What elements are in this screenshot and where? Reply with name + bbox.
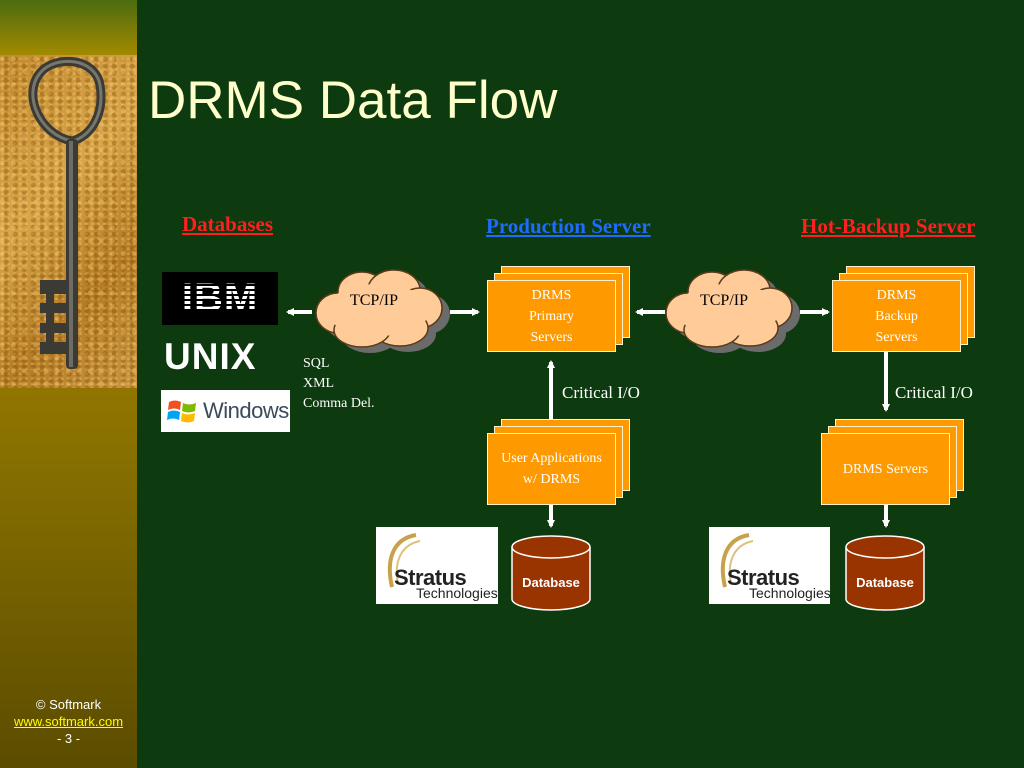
stack-card-front: DRMS Servers bbox=[821, 433, 950, 505]
stack-card-front: DRMS Backup Servers bbox=[832, 280, 961, 352]
formats-list: SQL XML Comma Del. bbox=[303, 354, 375, 414]
primary-line-3: Servers bbox=[530, 329, 573, 345]
stratus-swoosh-icon bbox=[387, 533, 421, 588]
primary-line-2: Primary bbox=[528, 308, 575, 324]
sidebar-stripe bbox=[0, 0, 137, 55]
softmark-link[interactable]: www.softmark.com bbox=[13, 714, 124, 729]
ibm-logo: IBM bbox=[162, 272, 278, 325]
primary-line-1: DRMS bbox=[531, 287, 572, 303]
production-server-heading[interactable]: Production Server bbox=[486, 214, 651, 238]
stratus-name: Stratus bbox=[394, 565, 467, 590]
windows-logo: Windows bbox=[161, 390, 290, 432]
drms-servers[interactable]: DRMS Servers bbox=[821, 419, 964, 505]
drms-backup-servers[interactable]: DRMS Backup Servers bbox=[832, 266, 975, 352]
stratus-sub: Technologies bbox=[749, 585, 831, 601]
slide-title: DRMS Data Flow bbox=[148, 71, 558, 130]
stratus-logo-1: Stratus Technologies bbox=[376, 527, 498, 604]
tcpip-cloud-2: TCP/IP bbox=[665, 269, 800, 353]
database-label-1: Database bbox=[522, 575, 580, 590]
database-label-2: Database bbox=[856, 575, 914, 590]
databases-heading[interactable]: Databases bbox=[182, 212, 274, 236]
hot-backup-server-heading[interactable]: Hot-Backup Server bbox=[801, 214, 976, 238]
critical-io-label-1: Critical I/O bbox=[562, 383, 640, 402]
windows-logo-text: Windows bbox=[203, 398, 289, 423]
format-comma: Comma Del. bbox=[303, 396, 375, 411]
drms-primary-servers[interactable]: DRMS Primary Servers bbox=[487, 266, 630, 352]
stratus-name: Stratus bbox=[727, 565, 800, 590]
database-cylinder-1: Database bbox=[511, 535, 591, 611]
windows-flag-icon bbox=[167, 400, 196, 423]
stratus-sub: Technologies bbox=[416, 585, 498, 601]
key-icon bbox=[28, 56, 106, 369]
database-cylinder-2: Database bbox=[845, 535, 925, 611]
cloud-1-label: TCP/IP bbox=[350, 292, 398, 309]
page-number: - 3 - bbox=[56, 731, 81, 746]
unix-logo: UNIX bbox=[164, 336, 257, 377]
copyright-text: © Softmark bbox=[35, 697, 102, 712]
backup-line-3: Servers bbox=[875, 329, 918, 345]
ibm-logo-text: IBM bbox=[181, 276, 259, 320]
user-apps-line-1: User Applications bbox=[501, 451, 602, 466]
format-xml: XML bbox=[303, 376, 335, 391]
sidebar-footer: © Softmark www.softmark.com - 3 - bbox=[0, 696, 137, 747]
backup-line-2: Backup bbox=[875, 308, 918, 324]
sidebar: © Softmark www.softmark.com - 3 - bbox=[0, 0, 137, 768]
stack-card-front: DRMS Primary Servers bbox=[487, 280, 616, 352]
stratus-swoosh-icon bbox=[720, 533, 754, 588]
key-photo bbox=[0, 55, 137, 388]
cloud-2-label: TCP/IP bbox=[700, 292, 748, 309]
user-apps-line-2: w/ DRMS bbox=[522, 472, 581, 487]
stratus-logo-2: Stratus Technologies bbox=[709, 527, 831, 604]
backup-line-1: DRMS bbox=[876, 287, 917, 303]
tcpip-cloud-1: TCP/IP bbox=[315, 269, 450, 353]
format-sql: SQL bbox=[303, 356, 330, 371]
user-applications[interactable]: User Applications w/ DRMS bbox=[487, 419, 630, 505]
stack-card-front: User Applications w/ DRMS bbox=[487, 433, 616, 505]
critical-io-label-2: Critical I/O bbox=[895, 383, 973, 402]
drms-servers-label: DRMS Servers bbox=[842, 461, 929, 477]
